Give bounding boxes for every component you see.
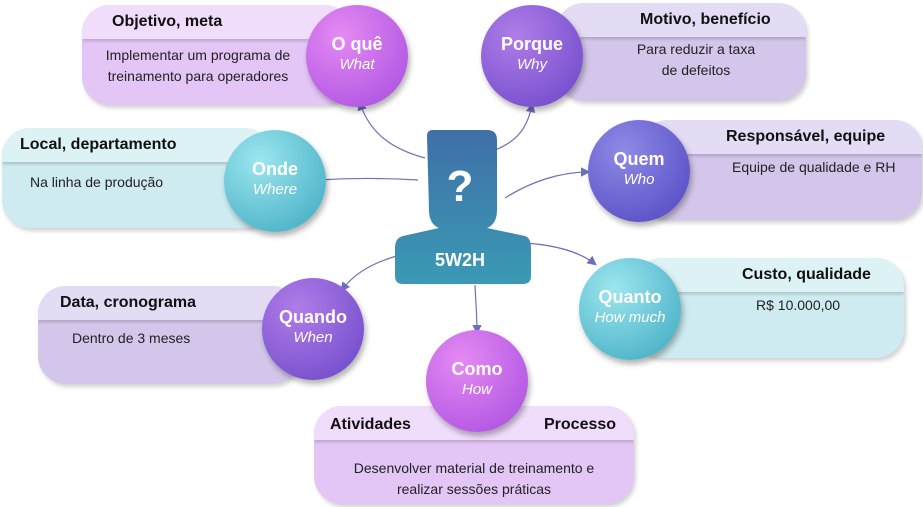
arrow-who [504,167,591,199]
card-how-much-text: R$ 10.000,00 [756,297,841,313]
card-how-title-right: Processo [544,416,617,433]
card-why-title: Motivo, benefício [640,11,771,28]
card-why-header [556,3,806,37]
center-label: 5W2H [434,250,485,270]
card-where-header [2,128,272,162]
node-why: Porque Why [481,5,583,107]
card-when-text: Dentro de 3 meses [72,330,191,346]
card-what-text: Implementar um programa de treinamento p… [105,47,291,84]
node-where: Onde Where [224,130,326,232]
arrow-how-much [524,242,597,266]
node-when: Quando When [262,278,364,380]
node-what: O quê What [306,5,408,107]
arrow-why [494,102,536,151]
node-how-much: Quanto How much [579,258,681,360]
card-how-much-header [634,258,904,292]
card-what-header [82,5,352,39]
arrow-when [340,254,401,292]
arrow-what [357,100,426,159]
card-what-title: Objetivo, meta [112,13,223,30]
card-how-title-left: Atividades [330,416,411,433]
card-where-title: Local, departamento [20,136,177,153]
node-how: Como How [426,330,528,432]
card-when-header [38,286,300,320]
card-why-text: Para reduzir a taxa de defeitos [636,41,756,78]
card-where-text: Na linha de produção [30,174,164,190]
card-why: Motivo, benefício Para reduzir a taxa de… [556,3,806,101]
card-when-title: Data, cronograma [60,294,197,311]
node-who: Quem Who [588,120,690,222]
card-where: Local, departamento Na linha de produção [2,128,272,228]
card-who-title: Responsável, equipe [726,128,886,145]
card-who-text: Equipe de qualidade e RH [732,159,896,175]
card-who-header [640,120,922,154]
card-how: Atividades Processo Desenvolver material… [314,406,634,504]
arrow-how [472,284,482,335]
arrow-where [315,174,419,185]
card-how-text: Desenvolver material de treinamento e re… [353,460,595,497]
card-when: Data, cronograma Dentro de 3 meses [38,286,300,384]
card-how-much-title: Custo, qualidade [742,266,871,283]
person-icon [395,130,531,284]
center-question-mark: ? [446,162,474,211]
